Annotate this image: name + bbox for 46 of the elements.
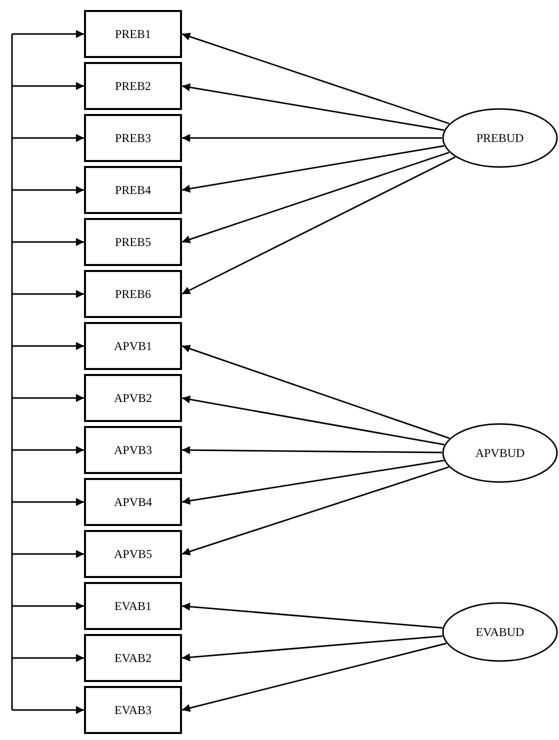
arrow — [182, 152, 450, 244]
arrow — [182, 83, 444, 131]
arrow — [12, 290, 84, 298]
arrow — [12, 82, 84, 90]
variable-box: PREB2 — [84, 62, 182, 110]
trunk-line — [11, 34, 13, 710]
variable-box: PREB6 — [84, 270, 182, 318]
arrow — [182, 602, 443, 629]
variable-box: EVAB3 — [84, 686, 182, 734]
latent-ellipse: APVBUD — [442, 423, 558, 483]
arrow — [12, 706, 84, 714]
arrow — [12, 134, 84, 142]
latent-ellipse: EVABUD — [442, 602, 558, 662]
arrow — [12, 394, 84, 402]
arrow — [182, 134, 442, 142]
arrow — [12, 602, 84, 610]
arrow — [12, 238, 84, 246]
variable-box: APVB5 — [84, 530, 182, 578]
arrow — [182, 446, 442, 454]
variable-box: APVB4 — [84, 478, 182, 526]
variable-box: PREB3 — [84, 114, 182, 162]
arrow — [182, 156, 456, 295]
variable-box: PREB5 — [84, 218, 182, 266]
variable-box: EVAB2 — [84, 634, 182, 682]
variable-box: PREB4 — [84, 166, 182, 214]
arrow — [182, 466, 450, 556]
arrow — [182, 460, 444, 505]
arrow — [182, 32, 450, 124]
variable-box: APVB2 — [84, 374, 182, 422]
arrow — [12, 446, 84, 454]
arrow — [12, 342, 84, 350]
arrow — [182, 635, 443, 662]
variable-box: APVB3 — [84, 426, 182, 474]
arrow — [12, 498, 84, 506]
arrow — [182, 145, 444, 193]
variable-box: EVAB1 — [84, 582, 182, 630]
arrow — [182, 344, 450, 439]
arrow — [12, 30, 84, 38]
arrow — [182, 395, 444, 446]
variable-box: PREB1 — [84, 10, 182, 58]
arrow — [12, 186, 84, 194]
latent-ellipse: PREBUD — [442, 108, 558, 168]
arrow — [182, 642, 447, 712]
arrow — [12, 550, 84, 558]
arrow — [12, 654, 84, 662]
variable-box: APVB1 — [84, 322, 182, 370]
